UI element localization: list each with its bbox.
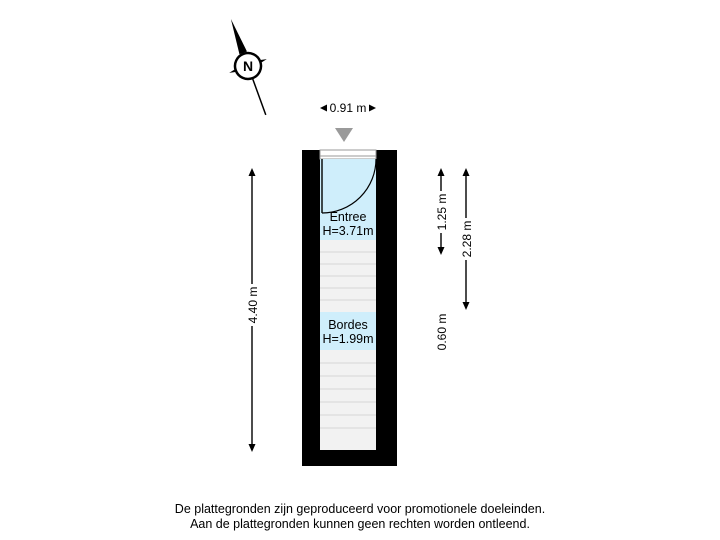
room-entree: [320, 159, 376, 240]
entree-depth-arrow-bottom: [437, 247, 445, 255]
dimension-entree-depth: 1.25 m: [433, 168, 449, 255]
bordes-depth-label: 0.60 m: [435, 314, 449, 351]
width-arrow-right: [369, 104, 376, 112]
compass-ring: [233, 51, 263, 81]
entree-depth-label-bg: [433, 191, 449, 233]
room-bordes: [320, 312, 376, 350]
stairs-upper: [320, 240, 376, 312]
dimension-upper-depth: 2.28 m: [458, 168, 474, 310]
width-dimension: 0.91 m: [320, 101, 376, 115]
entree-depth-arrow-top: [437, 168, 445, 176]
wall-right: [376, 150, 397, 466]
compass: N: [229, 19, 267, 116]
height-total-arrow-top: [248, 168, 256, 176]
disclaimer-line-1: De plattegronden zijn geproduceerd voor …: [174, 502, 546, 516]
upper-depth-label-bg: [458, 218, 474, 260]
upper-depth-arrow-top: [462, 168, 470, 176]
room-entree-name: Entree: [330, 210, 367, 224]
door-swing-arc: [321, 158, 377, 214]
stairs-lower-area: [320, 350, 376, 450]
door-threshold: [319, 149, 377, 160]
walls: [302, 150, 397, 466]
room-bordes-name: Bordes: [328, 318, 368, 332]
wall-left: [302, 150, 320, 466]
height-dimension-total: 4.40 m: [244, 168, 260, 452]
height-total-label-bg: [244, 284, 260, 326]
room-bordes-height: H=1.99m: [322, 332, 373, 346]
disclaimer-line-2: Aan de plattegronden kunnen geen rechten…: [190, 517, 530, 531]
room-entree-height: H=3.71m: [322, 224, 373, 238]
upper-depth-label: 2.28 m: [460, 221, 474, 258]
width-arrow-left: [320, 104, 327, 112]
entree-depth-label: 1.25 m: [435, 194, 449, 231]
entrance-marker: [335, 128, 353, 142]
compass-needle-north: [230, 19, 247, 55]
wall-bottom: [302, 450, 397, 466]
compass-needle-south: [252, 78, 267, 116]
compass-letter: N: [243, 58, 253, 74]
height-total-arrow-bottom: [248, 444, 256, 452]
upper-depth-arrow-bottom: [462, 302, 470, 310]
width-dimension-label: 0.91 m: [330, 101, 367, 115]
stairs-lower: [320, 350, 376, 450]
height-total-label: 4.40 m: [246, 287, 260, 324]
